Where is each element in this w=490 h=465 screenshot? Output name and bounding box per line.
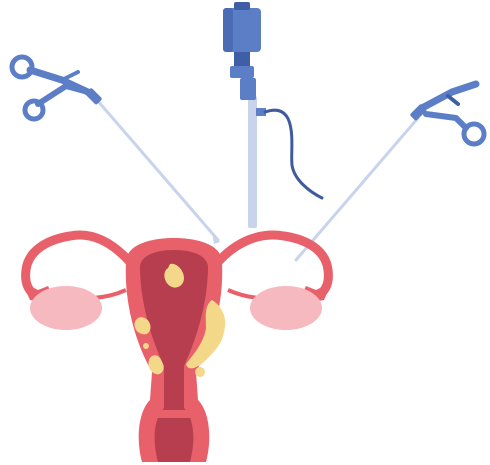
laparoscopic-grasper-icon xyxy=(296,84,484,260)
right-ovary xyxy=(250,286,322,330)
scissors-shaft xyxy=(97,100,218,240)
camera-shaft xyxy=(248,96,257,228)
camera-neck xyxy=(234,52,250,66)
scissors-tip xyxy=(212,232,220,244)
right-fallopian-tube xyxy=(218,235,328,296)
scissors-finger-ring-bottom xyxy=(25,101,43,119)
endometriosis-spot-1 xyxy=(195,367,205,377)
left-fallopian-tube xyxy=(26,235,130,296)
laparoscopic-camera-icon xyxy=(223,2,322,228)
cervix xyxy=(156,410,192,418)
endometriosis-spot-2 xyxy=(143,343,149,349)
camera-body-shade xyxy=(223,8,233,52)
scissors-trigger xyxy=(62,72,78,80)
camera-port xyxy=(240,78,256,100)
grasper-trigger xyxy=(448,96,458,104)
grasper-shaft xyxy=(296,118,418,260)
camera-coupler xyxy=(230,66,254,78)
camera-lens-cap xyxy=(234,2,250,10)
laparoscopic-scissors-icon xyxy=(12,57,220,244)
grasper-handle-lower xyxy=(426,114,466,128)
uterus-icon xyxy=(22,235,332,462)
left-ovary xyxy=(30,286,102,330)
grasper-finger-ring xyxy=(464,124,484,144)
scissors-handle-arm-lower xyxy=(38,86,88,104)
camera-cable xyxy=(265,110,322,198)
